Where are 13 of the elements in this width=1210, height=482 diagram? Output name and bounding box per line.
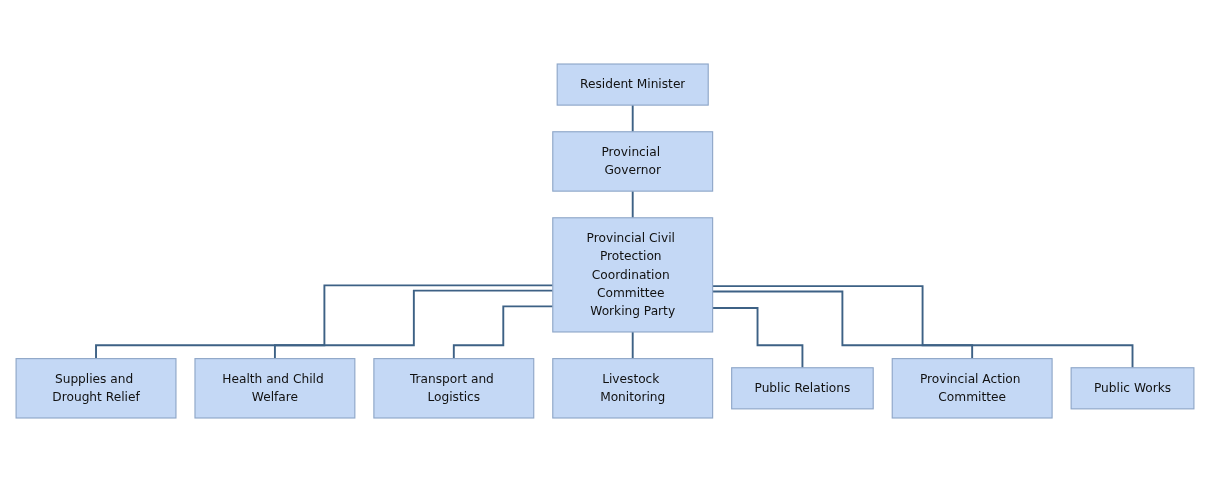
node-box: Public Works — [1070, 367, 1195, 410]
node-box: Resident Minister — [556, 63, 709, 106]
connector — [631, 331, 634, 360]
node-box: Transport and Logistics — [373, 358, 535, 419]
node-box: Provincial Civil Protection Coordination Committee Working Party — [552, 217, 714, 333]
node-box: Livestock Monitoring — [552, 358, 714, 419]
node-box: Supplies and Drought Relief — [15, 358, 177, 419]
connector — [631, 190, 634, 219]
node-box: Public Relations — [731, 367, 874, 410]
node-box: Provincial Governor — [552, 131, 714, 192]
node-box: Health and Child Welfare — [194, 358, 356, 419]
connector — [631, 104, 634, 133]
node-box: Provincial Action Committee — [891, 358, 1053, 419]
